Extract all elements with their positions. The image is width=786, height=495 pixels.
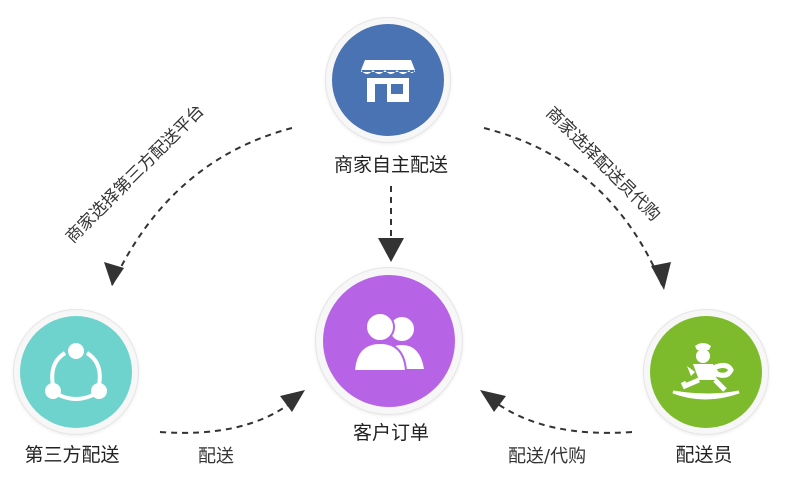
edge-merchant-to-third-party [111,127,293,286]
third-party-node [14,310,138,434]
edge-label-delivery: 配送 [198,446,234,467]
merchant-self-node [326,18,450,142]
storefront-icon [361,60,415,102]
third-party-label: 第三方配送 [24,444,120,466]
courier-icon [672,343,740,400]
merchant-self-circle [332,24,444,136]
courier-node [644,310,768,434]
courier-circle [650,316,762,428]
arrowhead-customer-top [378,238,404,262]
merchant-self-label: 商家自主配送 [333,154,449,176]
share-icon [45,343,107,401]
customer-order-label: 客户订单 [352,422,430,444]
arrowhead-customer-right [480,390,506,412]
courier-label: 配送员 [675,444,733,466]
edge-third-party-to-customer [159,401,293,434]
edge-courier-to-customer [494,401,633,434]
edge-label-delivery-purchase: 配送/代购 [508,446,587,467]
customer-order-circle [323,275,455,407]
third-party-circle [20,316,132,428]
arrowhead-courier [651,262,671,290]
arrowhead-third-party [104,262,124,286]
arrowhead-customer-left [280,390,305,412]
customer-order-node [316,268,462,414]
edge-merchant-to-courier [483,127,663,286]
users-icon [352,312,424,371]
